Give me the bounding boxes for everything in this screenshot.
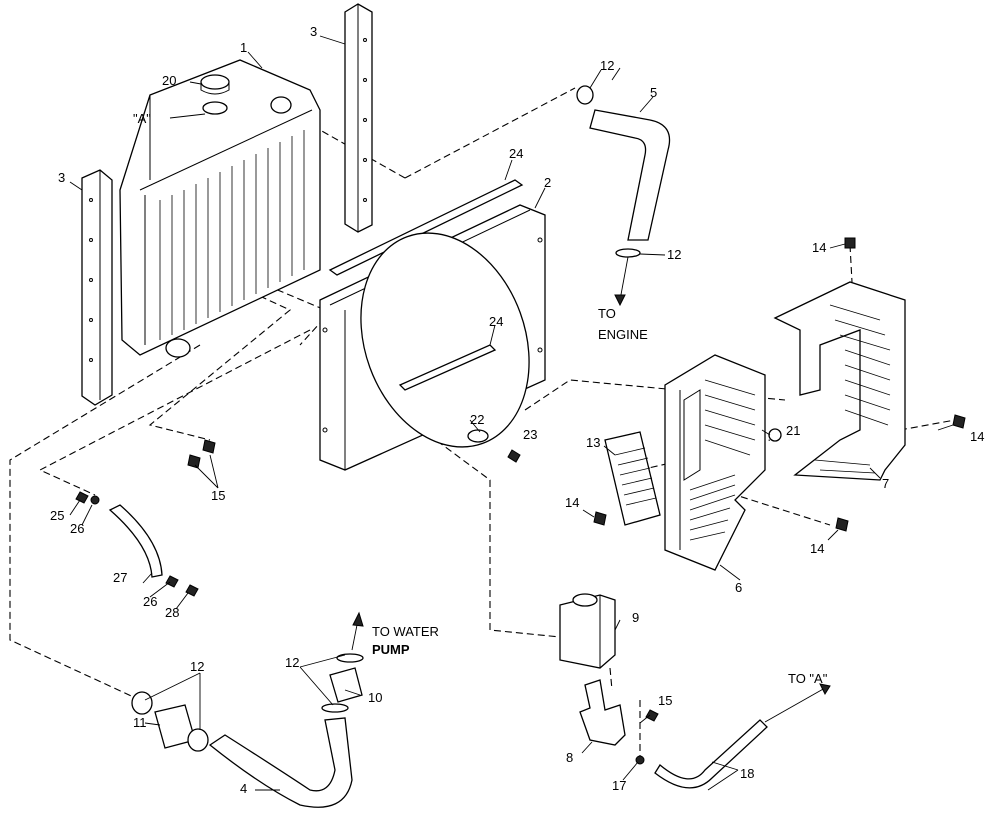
callout-12-upper: 12 xyxy=(600,58,614,73)
note-to-engine-line2: ENGINE xyxy=(598,327,648,342)
callout-21: 21 xyxy=(786,423,800,438)
side-bracket-left xyxy=(81,169,113,406)
note-to-water-pump-line2: PUMP xyxy=(372,642,410,657)
hose-clamp-lower-4 xyxy=(336,653,364,663)
upper-hose xyxy=(589,109,671,241)
callout-14-right: 14 xyxy=(970,429,984,444)
callout-15-shroud: 15 xyxy=(211,488,225,503)
note-to-point-a: TO "A" xyxy=(788,671,828,686)
arrow-to-water-pump xyxy=(351,611,364,651)
arrow-to-point-a xyxy=(764,683,831,723)
hose-clamp-upper-2 xyxy=(615,248,641,258)
lower-hose xyxy=(208,717,353,808)
side-guard xyxy=(773,281,906,481)
seal-strip-lower xyxy=(398,344,497,391)
callout-14-bottom: 14 xyxy=(810,541,824,556)
note-to-engine-line1: TO xyxy=(598,306,616,321)
callout-17: 17 xyxy=(612,778,626,793)
callout-22: 22 xyxy=(470,412,484,427)
callout-14-left: 14 xyxy=(565,495,579,510)
hose-clamp-lower-1 xyxy=(131,691,153,715)
callout-27: 27 xyxy=(113,570,127,585)
callout-2: 2 xyxy=(544,175,551,190)
seal-strip-upper xyxy=(328,179,524,276)
overflow-tube xyxy=(169,113,206,119)
callout-9: 9 xyxy=(632,610,639,625)
note-to-water-pump-line1: TO WATER xyxy=(372,624,439,639)
callout-7: 7 xyxy=(882,476,889,491)
callout-26-upper: 26 xyxy=(70,521,84,536)
coolant-reservoir xyxy=(559,593,616,669)
grommet xyxy=(768,428,782,442)
callout-1: 1 xyxy=(240,40,247,55)
fasteners xyxy=(75,237,966,765)
callout-14-top: 14 xyxy=(812,240,826,255)
callout-18: 18 xyxy=(740,766,754,781)
hose-clamp-lower-3 xyxy=(321,703,349,713)
leader-lines xyxy=(69,35,954,791)
callout-12-lower-right: 12 xyxy=(285,655,299,670)
callout-26-lower: 26 xyxy=(143,594,157,609)
side-bracket-right xyxy=(344,3,373,233)
overflow-hose xyxy=(108,504,163,578)
arrow-to-engine xyxy=(614,256,629,307)
callout-10: 10 xyxy=(368,690,382,705)
callout-3-left: 3 xyxy=(58,170,65,185)
mounting-nut xyxy=(467,429,489,443)
callout-23: 23 xyxy=(523,427,537,442)
callout-8: 8 xyxy=(566,750,573,765)
callout-13: 13 xyxy=(586,435,600,450)
callout-25: 25 xyxy=(50,508,64,523)
notes: "A" TO ENGINE TO WATER PUMP TO "A" xyxy=(133,111,828,686)
radiator-cap xyxy=(200,74,230,95)
pump-connector xyxy=(329,667,363,703)
reservoir-bracket xyxy=(579,679,626,746)
grille xyxy=(604,431,661,526)
fan-guard xyxy=(664,354,766,571)
callout-20: 20 xyxy=(162,73,176,88)
fan-shroud xyxy=(319,204,546,471)
callout-12-engine: 12 xyxy=(667,247,681,262)
reservoir-hose xyxy=(654,719,768,789)
radiator xyxy=(119,59,321,358)
callout-6: 6 xyxy=(735,580,742,595)
callout-24-lower: 24 xyxy=(489,314,503,329)
callout-5: 5 xyxy=(650,85,657,100)
hose-clamp-upper-1 xyxy=(576,85,594,105)
callout-labels: 1 2 3 3 4 5 6 7 8 9 10 11 12 12 12 12 13… xyxy=(50,24,984,796)
filler-neck xyxy=(202,101,228,115)
callout-28: 28 xyxy=(165,605,179,620)
note-point-a: "A" xyxy=(133,111,151,126)
callout-4: 4 xyxy=(240,781,247,796)
hose-clamp-lower-2 xyxy=(187,728,209,752)
callout-24-upper: 24 xyxy=(509,146,523,161)
callout-3-right: 3 xyxy=(310,24,317,39)
callout-15-bracket: 15 xyxy=(658,693,672,708)
callout-12-lower-left: 12 xyxy=(190,659,204,674)
callout-11: 11 xyxy=(133,715,147,730)
